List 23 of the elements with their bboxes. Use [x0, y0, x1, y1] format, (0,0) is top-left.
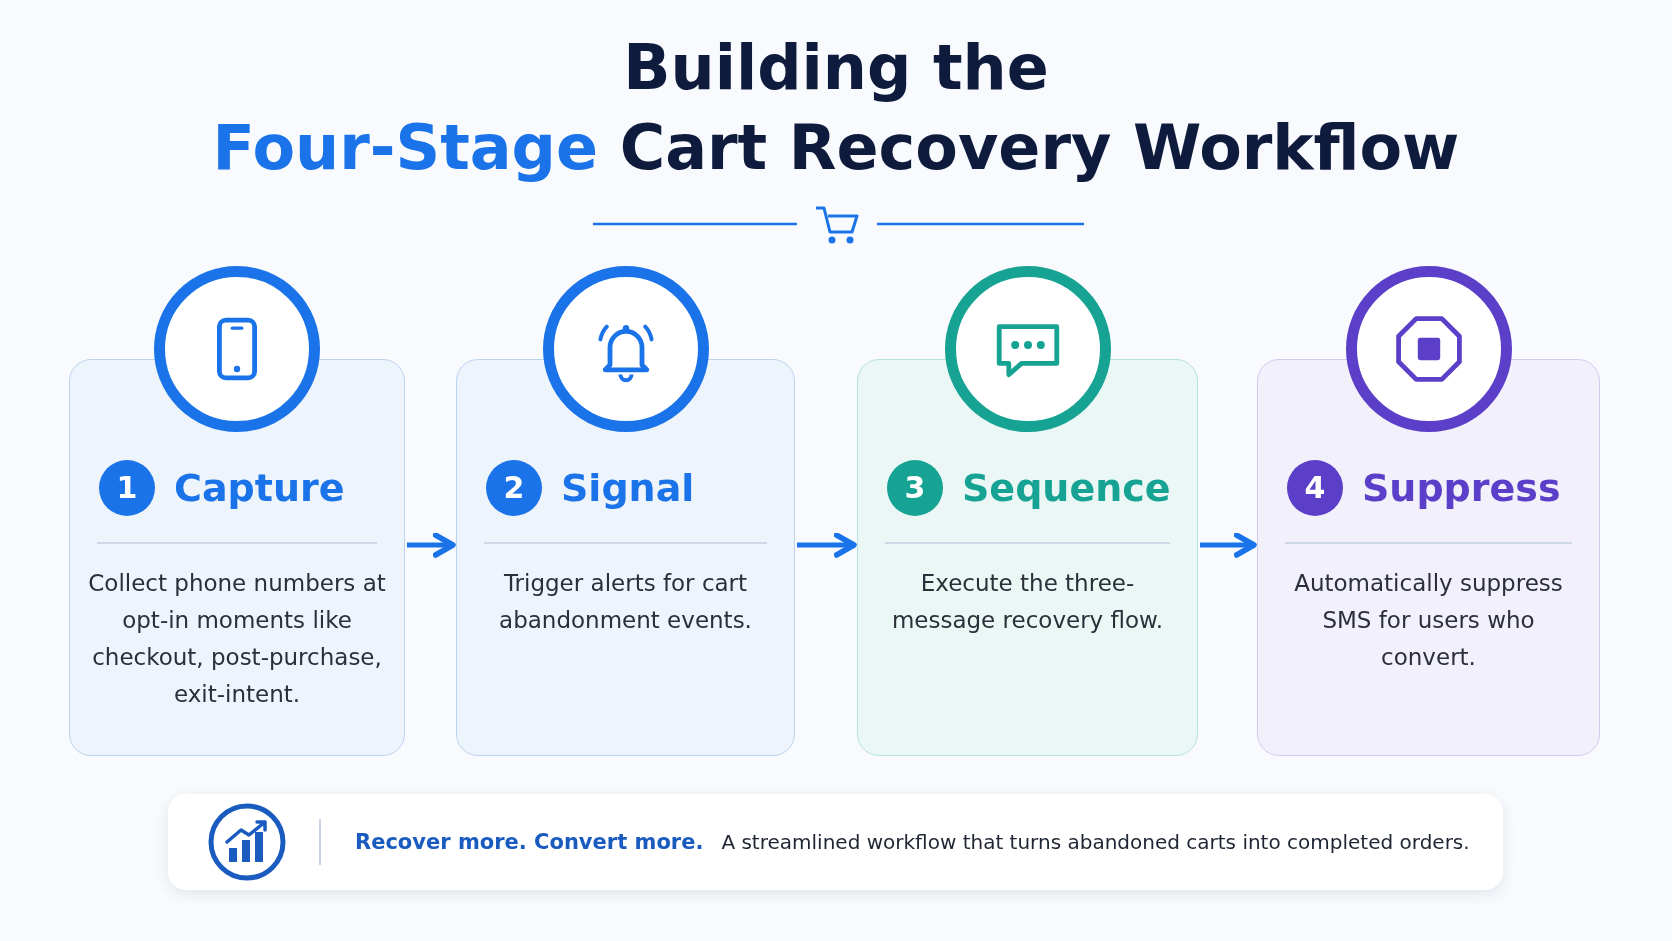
stage-description: Execute the three-message recovery flow. — [890, 569, 1165, 635]
stage-card — [1257, 359, 1600, 756]
summary-text: A streamlined workflow that turns abandoned carts into completed orders. — [721, 829, 1470, 856]
stage-card — [456, 359, 795, 756]
number-badge: 3 — [887, 460, 943, 516]
stage-card — [857, 359, 1198, 756]
arrow — [407, 532, 456, 558]
stage-description: Collect phone numbers at opt-in moments like checkout, post-purchase, exit-intent. — [88, 569, 386, 709]
arrow — [1200, 532, 1257, 558]
stage-description: Automatically suppress SMS for users who convert. — [1293, 569, 1564, 672]
stage-description: Trigger alerts for cart abandonment events. — [498, 569, 753, 635]
summary-banner — [168, 794, 1503, 890]
arrow — [797, 532, 857, 558]
stage-card — [69, 359, 405, 756]
number-badge: 4 — [1287, 460, 1343, 516]
number-badge: 2 — [486, 460, 542, 516]
stage-heading: Suppress — [1362, 465, 1561, 512]
number-badge: 1 — [99, 460, 155, 516]
title: Building the Four-Stage Cart Recovery Workflow — [211, 30, 1461, 186]
stage-heading: Sequence — [962, 465, 1171, 512]
tagline: Recover more. Convert more. — [355, 829, 704, 856]
stage-heading: Capture — [174, 465, 345, 512]
stage-heading: Signal — [561, 465, 695, 512]
